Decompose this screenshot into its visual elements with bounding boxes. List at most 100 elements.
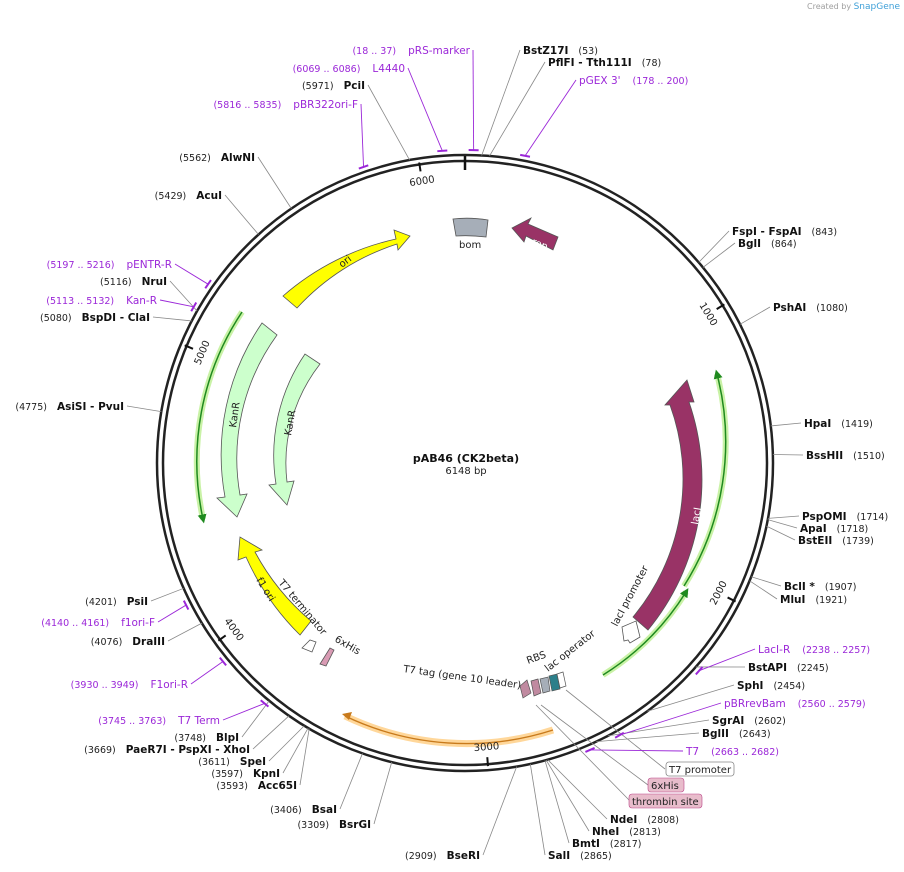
feature-rop-arrow[interactable] <box>511 217 559 251</box>
site-31[interactable]: BspDI - ClaI(5080) <box>40 312 192 324</box>
site-leader <box>766 525 796 541</box>
primer-mark <box>519 153 531 158</box>
primer-10[interactable]: F1ori-R(3930 .. 3949) <box>71 656 227 691</box>
primer-2[interactable]: pBR322ori-F(5816 .. 5835) <box>213 99 369 170</box>
snapgene-credit: Created by SnapGene <box>807 2 900 12</box>
site-30[interactable]: AsiSI - PvuI(4775) <box>15 401 162 413</box>
site-position-label: (1419) <box>841 419 873 430</box>
site-23[interactable]: Acc65I(3593) <box>216 728 310 792</box>
site-5[interactable]: HpaI(1419) <box>770 418 873 430</box>
primer-name-label: L4440 <box>372 63 405 75</box>
feature-t7tag-arc[interactable] <box>343 712 555 748</box>
feature-laci-promoter-arrow[interactable] <box>621 620 641 644</box>
primer-layer: pRS-marker(18 .. 37)L4440(6069 .. 6086)p… <box>41 45 870 758</box>
primer-6[interactable]: LacI-R(2238 .. 2257) <box>695 644 870 676</box>
feature-t7-terminator-arrow[interactable] <box>301 639 317 653</box>
primer-3[interactable]: pGEX 3'(178 .. 200) <box>519 75 688 158</box>
site-2[interactable]: FspI - FspAI(843) <box>698 226 837 263</box>
site-leader <box>749 580 778 600</box>
site-10[interactable]: BclI *(1907) <box>751 576 856 593</box>
primer-leader <box>524 79 577 157</box>
site-1[interactable]: PflFI - Tth111I(78) <box>489 57 662 157</box>
site-34[interactable]: AlwNI(5562) <box>179 152 292 209</box>
site-27[interactable]: BlpI(3748) <box>174 700 270 744</box>
site-35[interactable]: PciI(5971) <box>302 80 410 161</box>
feature-f1ori-arrow[interactable] <box>237 536 312 636</box>
feature-ori-arrow[interactable] <box>282 229 411 309</box>
primer-0[interactable]: pRS-marker(18 .. 37) <box>352 45 479 152</box>
site-22[interactable]: BsaI(3406) <box>270 753 363 816</box>
feature-kanr-inner-arrow[interactable] <box>268 353 321 506</box>
site-19[interactable]: SalI(2865) <box>529 763 612 862</box>
primer-leader <box>222 702 265 721</box>
site-name-label: BseRI <box>447 850 480 862</box>
site-name-label: SpeI <box>240 756 266 768</box>
feature-kanr-outer-arrow[interactable] <box>216 322 278 518</box>
primer-5[interactable]: Kan-R(5113 .. 5132) <box>46 295 198 312</box>
site-leader <box>547 759 608 820</box>
orf-arc-2-line <box>683 369 727 587</box>
site-leader <box>489 61 546 157</box>
primer-9[interactable]: f1ori-F(4140 .. 4161) <box>41 600 190 629</box>
feature-rbs-box[interactable] <box>530 678 542 697</box>
feature-6xhis-arrow[interactable] <box>319 647 335 667</box>
feature-grey-box[interactable] <box>539 676 551 694</box>
site-4[interactable]: PshAI(1080) <box>739 302 848 325</box>
primer-name-label: pBRrevBam <box>724 698 786 710</box>
site-leader <box>241 700 270 738</box>
site-0[interactable]: BstZ17I(53) <box>481 45 598 156</box>
site-position-label: (4775) <box>15 402 47 413</box>
feature-promoter-small[interactable] <box>556 671 567 689</box>
site-25[interactable]: SpeI(3611) <box>198 725 305 768</box>
site-26[interactable]: PaeR7I - PspXI - XhoI (3669) <box>84 715 290 756</box>
site-17[interactable]: NheI(2813) <box>545 759 661 838</box>
site-20[interactable]: BseRI (2909) <box>405 766 518 862</box>
site-18[interactable]: BmtI(2817) <box>544 760 641 850</box>
site-16[interactable]: NdeI(2808) <box>547 759 679 826</box>
site-28[interactable]: DraIII(4076) <box>91 622 203 648</box>
site-3[interactable]: BglI(864) <box>702 238 797 268</box>
primer-mark <box>219 656 227 666</box>
primer-4[interactable]: pENTR-R(5197 .. 5216) <box>47 259 212 289</box>
primer-range-label: (5197 .. 5216) <box>47 260 115 271</box>
site-8[interactable]: ApaI(1718) <box>767 519 868 535</box>
boxed-t7-promoter-bg <box>665 761 735 777</box>
feature-layer: ori rop bom KanR KanR lacI lacI promoter… <box>193 217 729 748</box>
primer-11[interactable]: T7 Term(3745 .. 3763) <box>98 699 270 727</box>
primer-8[interactable]: T7(2663 .. 2682) <box>585 746 779 758</box>
primer-name-label: f1ori-F <box>121 617 155 629</box>
site-leader <box>126 405 162 413</box>
site-position-label: (2909) <box>405 851 437 862</box>
site-name-label: PaeR7I - PspXI - XhoI <box>126 744 250 756</box>
feature-bom-box[interactable] <box>452 217 489 238</box>
tick-mark <box>486 757 489 767</box>
site-21[interactable]: BsrGI(3309) <box>297 762 393 831</box>
site-12[interactable]: BstAPI(2245) <box>695 662 829 674</box>
tick-mark <box>418 162 422 172</box>
site-15[interactable]: BglII(2643) <box>596 728 771 742</box>
primer-7[interactable]: pBRrevBam(2560 .. 2579) <box>614 698 866 739</box>
site-position-label: (3669) <box>84 745 116 756</box>
site-leader <box>252 715 290 750</box>
primer-1[interactable]: L4440(6069 .. 6086) <box>293 63 448 153</box>
site-name-label: NheI <box>592 826 619 838</box>
site-position-label: (2865) <box>580 851 612 862</box>
feature-lac-operator-box[interactable] <box>548 673 561 692</box>
site-24[interactable]: KpnI(3597) <box>211 727 309 780</box>
feature-small-pink-a[interactable] <box>519 679 532 699</box>
site-name-label: BglI <box>738 238 761 250</box>
feature-laci-arrow[interactable] <box>632 379 703 631</box>
feature-6xhis-label: 6xHis <box>333 634 363 657</box>
boxed-leader-t7-promoter <box>565 689 666 770</box>
site-11[interactable]: MluI(1921) <box>749 580 847 606</box>
site-32[interactable]: NruI(5116) <box>100 276 198 312</box>
primer-name-label: T7 <box>685 746 699 758</box>
site-29[interactable]: PsiI(4201) <box>85 587 184 608</box>
feature-t7tag-arrow[interactable] <box>344 715 554 745</box>
primer-range-label: (3930 .. 3949) <box>71 680 139 691</box>
site-13[interactable]: SphI(2454) <box>647 680 805 712</box>
site-9[interactable]: BstEII(1739) <box>766 525 874 547</box>
site-6[interactable]: BssHII(1510) <box>772 450 885 462</box>
site-7[interactable]: PspOMI(1714) <box>767 511 888 523</box>
site-33[interactable]: AcuI(5429) <box>155 190 259 235</box>
